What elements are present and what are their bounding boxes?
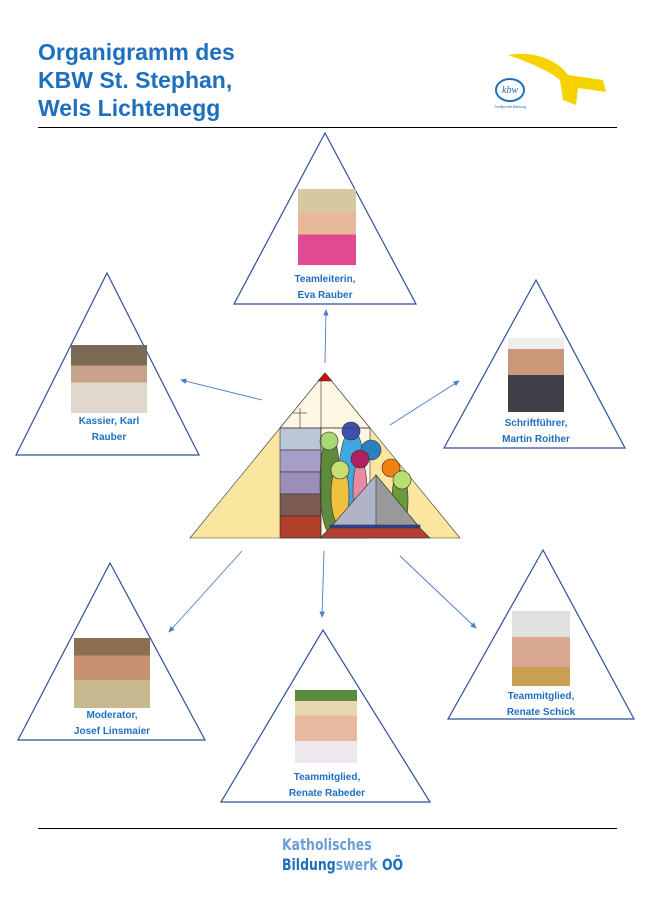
arrow-to-teamleiterin [323, 309, 329, 364]
footer-logo-rest: swerk [335, 855, 382, 874]
arrow-to-rabeder [319, 550, 325, 618]
footer-logo-end: OÖ [381, 855, 404, 874]
member-name: Josef Linsmaier [73, 726, 151, 737]
member-name: Renate Schick [506, 707, 576, 718]
caption-teamleiterin: Teamleiterin, Eva Rauber [245, 272, 405, 304]
title-line-3: Wels Lichtenegg [38, 95, 221, 121]
arrow-to-moderator [168, 550, 243, 633]
photo-karl-rauber [71, 345, 147, 413]
member-role: Teammitglied, [507, 691, 575, 702]
caption-rabeder: Teammitglied, Renate Rabeder [247, 770, 407, 802]
caption-moderator: Moderator, Josef Linsmaier [32, 708, 192, 740]
central-pyramid-logo [189, 372, 461, 539]
arrow-to-schriftfuehrer [389, 380, 460, 426]
photo-renate-schick [512, 611, 570, 686]
photo-josef-linsmaier [74, 638, 150, 708]
kbw-logo-subtext: Treffpunkt Bildung [494, 104, 526, 109]
photo-eva-rauber [298, 189, 356, 265]
member-role: Kassier, Karl [78, 416, 140, 427]
member-name: Eva Rauber [297, 290, 353, 301]
member-role: Schriftführer, [504, 418, 568, 429]
member-role: Teamleiterin, [294, 274, 356, 285]
caption-schick: Teammitglied, Renate Schick [461, 689, 621, 718]
kbw-logo-text: kbw [502, 85, 518, 96]
footer-logo-kbw-ooe: Katholisches Bildungswerk OÖ [282, 835, 403, 875]
header-rule [38, 127, 617, 128]
kbw-logo: kbw Treffpunkt Bildung [488, 50, 618, 120]
member-role: Teammitglied, [293, 772, 361, 783]
footer-logo-line1: Katholisches [282, 835, 372, 854]
member-role: Moderator, [86, 710, 138, 721]
member-name: Renate Rabeder [288, 788, 366, 799]
photo-renate-rabeder [295, 690, 357, 763]
title-line-1: Organigramm des [38, 39, 235, 65]
page-title: Organigramm des KBW St. Stephan, Wels Li… [38, 38, 235, 122]
caption-kassier: Kassier, Karl Rauber [29, 414, 189, 446]
arrow-to-kassier [180, 378, 263, 401]
member-name: Martin Roither [502, 434, 570, 445]
member-name: Rauber [91, 432, 127, 443]
footer-rule [38, 828, 617, 829]
title-line-2: KBW St. Stephan, [38, 67, 233, 93]
arrow-to-schick [399, 555, 477, 629]
caption-schriftfuehrer: Schriftführer, Martin Roither [456, 416, 616, 447]
footer-logo-bold: Bildung [282, 855, 336, 874]
photo-martin-roither [508, 338, 564, 412]
